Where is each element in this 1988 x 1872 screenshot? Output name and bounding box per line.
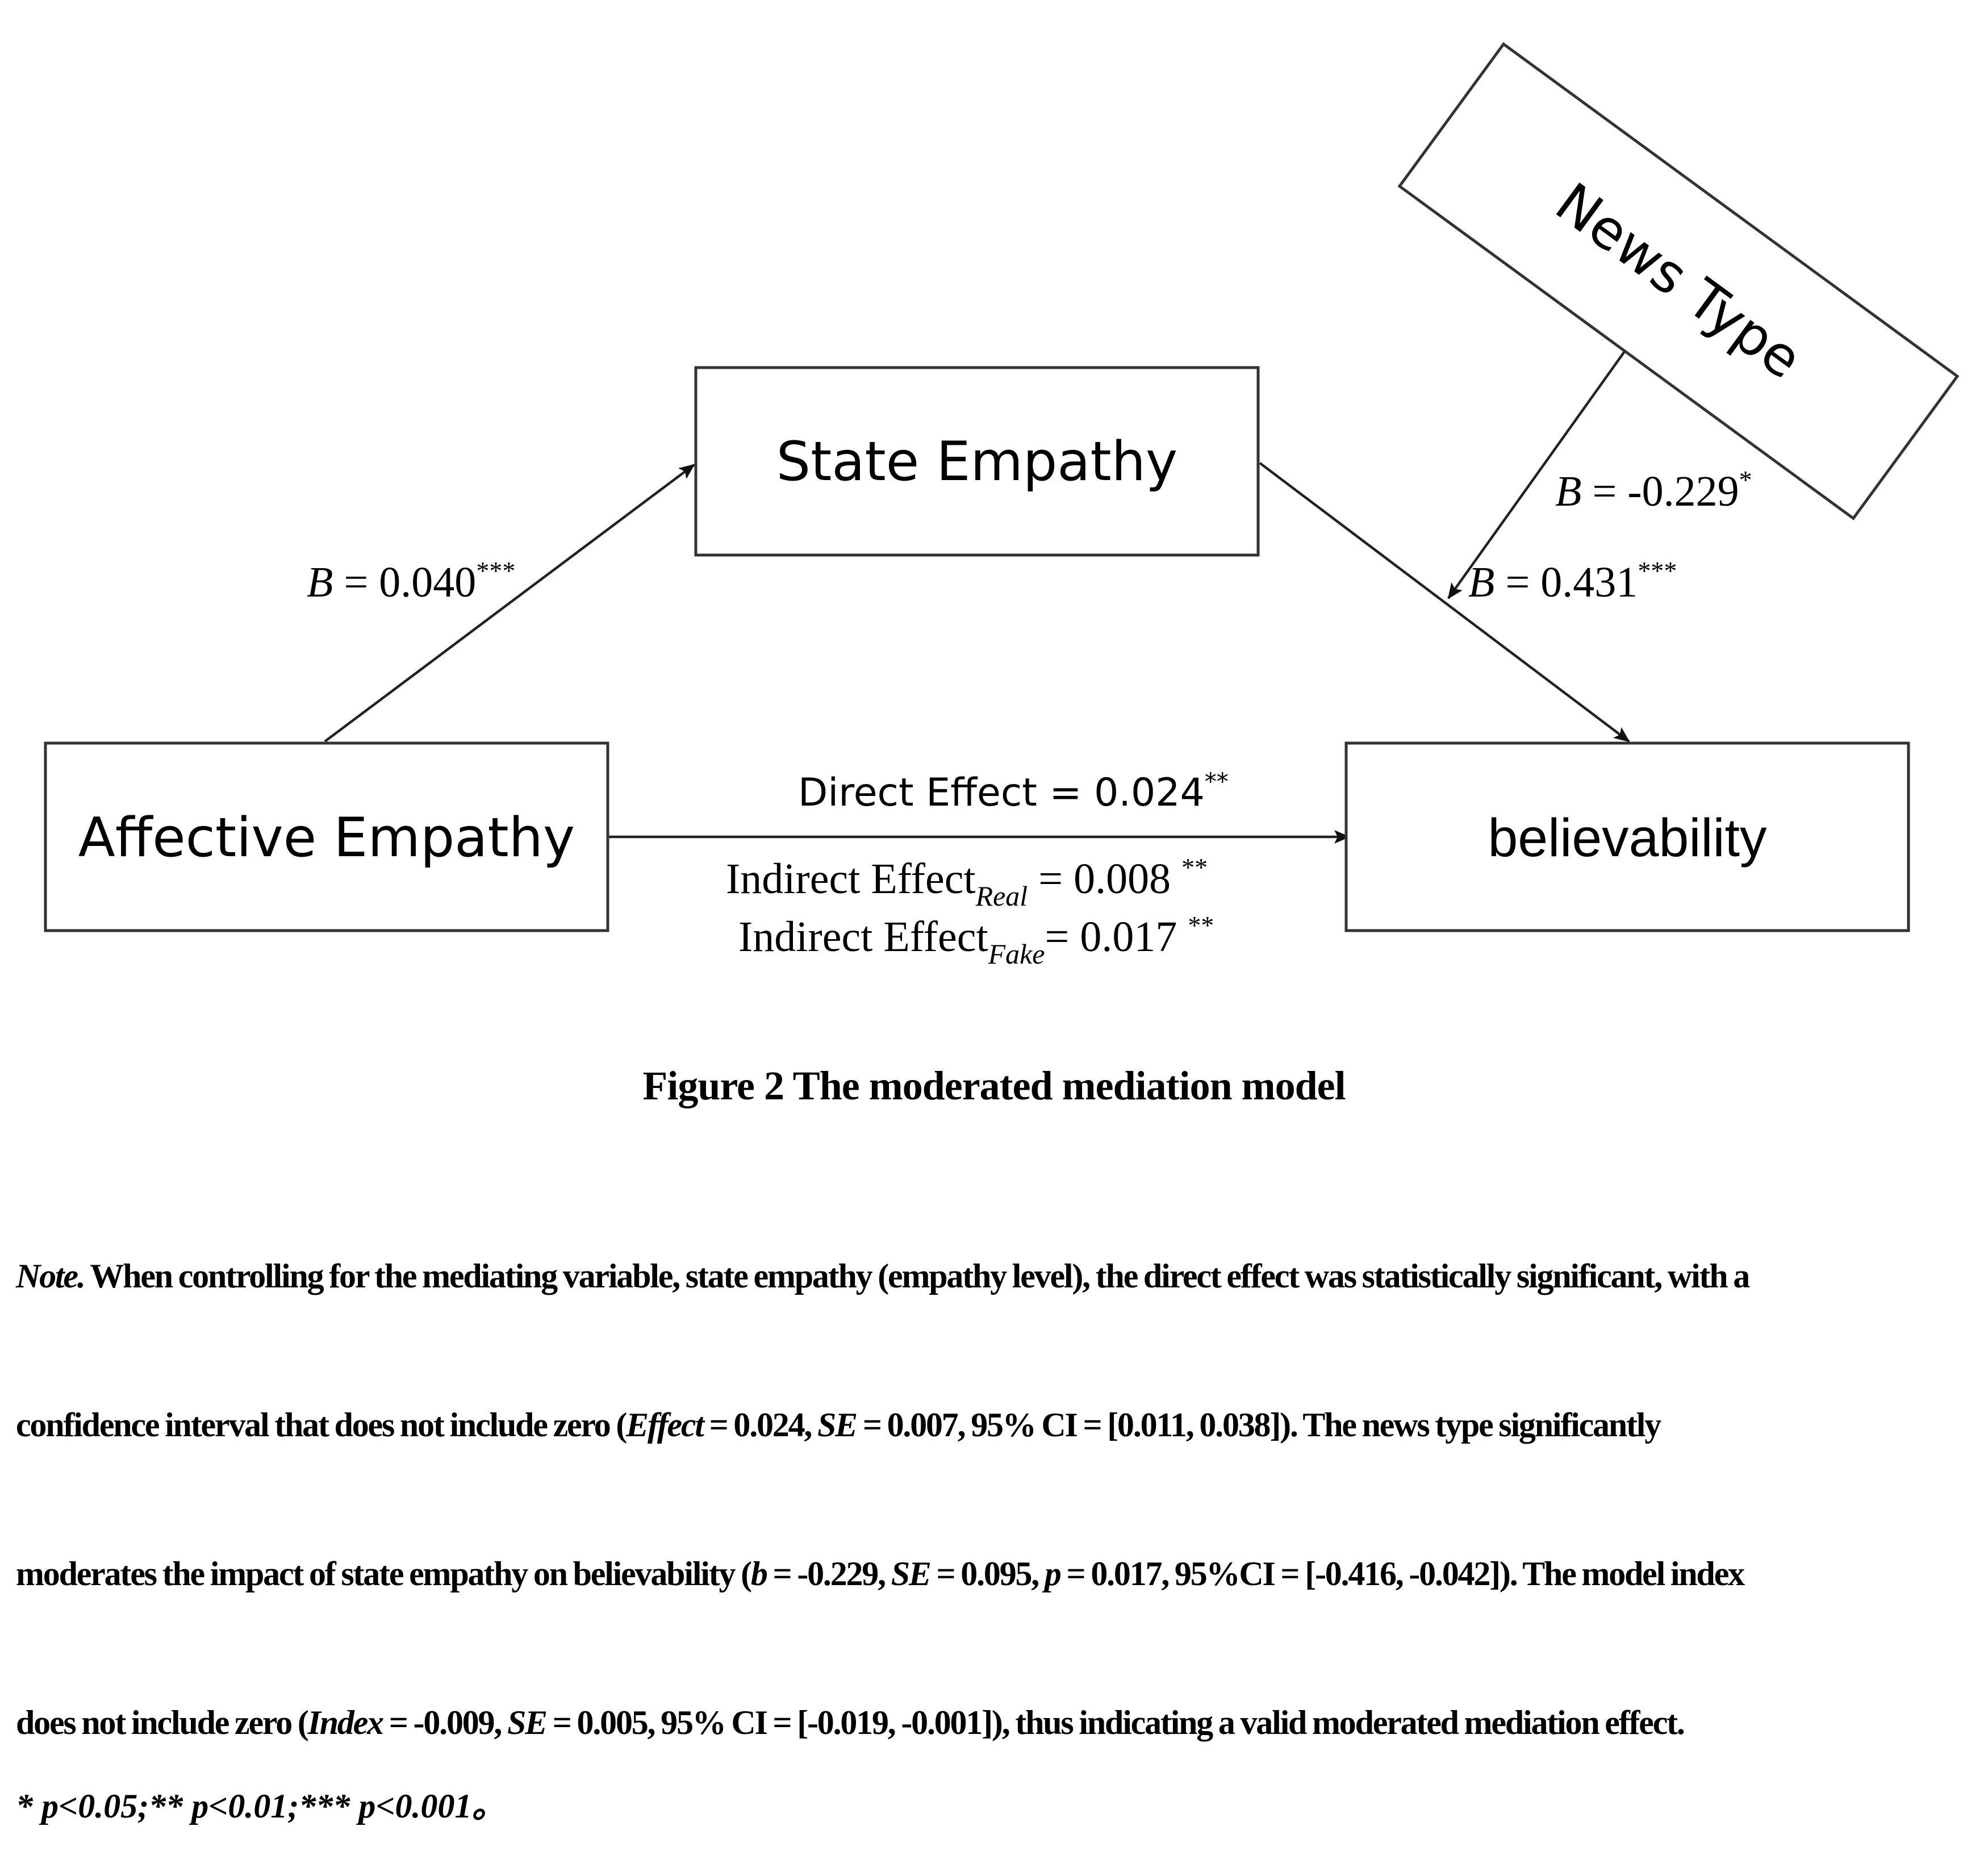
note-line-4: does not include zero (Index = -0.009, S… (16, 1704, 1685, 1741)
note-line-2: confidence interval that does not includ… (16, 1406, 1661, 1444)
direct-effect-label: Direct Effect = 0.024** (798, 768, 1229, 815)
note-paragraph: Note. When controlling for the mediating… (16, 1202, 1970, 1797)
moderation-coefficient: B = -0.229* (1555, 465, 1752, 515)
note-line-1: Note. When controlling for the mediating… (16, 1257, 1750, 1295)
news-type-node: News Type (1397, 42, 1960, 520)
path-a-coefficient: B = 0.040*** (307, 556, 515, 606)
moderation-arrow (1447, 341, 1632, 599)
path-b-coefficient: B = 0.431*** (1468, 556, 1677, 606)
affective-empathy-node: Affective Empathy (44, 741, 609, 932)
note-line-3: moderates the impact of state empathy on… (16, 1555, 1745, 1592)
indirect-effect-fake-label: Indirect EffectFake= 0.017 ** (738, 911, 1214, 970)
indirect-effect-real-label: Indirect EffectReal = 0.008 ** (726, 853, 1208, 912)
significance-footnote: * p<0.05;** p<0.01;*** p<0.001。 (16, 1787, 506, 1825)
path-a-arrow (324, 464, 695, 743)
figure-caption: Figure 2 The moderated mediation model (642, 1063, 1346, 1108)
believability-label: believability (1488, 808, 1767, 868)
mediation-diagram: State Empathy Affective Empathy believab… (44, 42, 1960, 970)
believability-node: believability (1344, 741, 1910, 932)
state-empathy-node: State Empathy (694, 366, 1260, 557)
state-empathy-label: State Empathy (776, 431, 1177, 493)
affective-empathy-label: Affective Empathy (78, 807, 575, 869)
path-b-arrow (1259, 462, 1630, 743)
